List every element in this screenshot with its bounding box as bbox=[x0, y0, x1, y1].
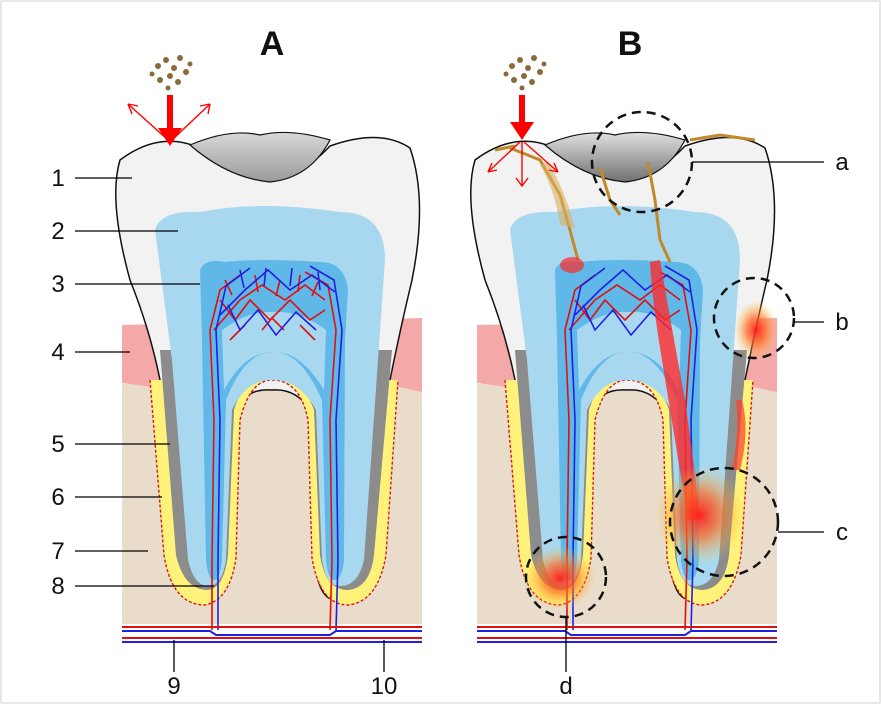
abscess-c bbox=[655, 465, 745, 565]
label-8: 8 bbox=[51, 573, 64, 600]
label-9: 9 bbox=[167, 673, 180, 700]
label-1: 1 bbox=[51, 165, 64, 192]
label-2: 2 bbox=[51, 218, 64, 245]
label-4: 4 bbox=[51, 339, 64, 366]
label-b: b bbox=[835, 309, 848, 336]
label-3: 3 bbox=[51, 271, 64, 298]
label-7: 7 bbox=[51, 538, 64, 565]
gum-inflammation-b bbox=[734, 300, 778, 360]
label-a: a bbox=[835, 149, 849, 176]
label-d: d bbox=[559, 673, 572, 700]
label-6: 6 bbox=[51, 484, 64, 511]
panel-a-title: A bbox=[260, 25, 285, 63]
label-10: 10 bbox=[371, 673, 398, 700]
label-5: 5 bbox=[51, 431, 64, 458]
abscess-d bbox=[524, 546, 596, 610]
label-c: c bbox=[836, 519, 848, 546]
pulp-inflammation-left bbox=[560, 257, 584, 273]
panel-b-title: B bbox=[618, 25, 643, 63]
